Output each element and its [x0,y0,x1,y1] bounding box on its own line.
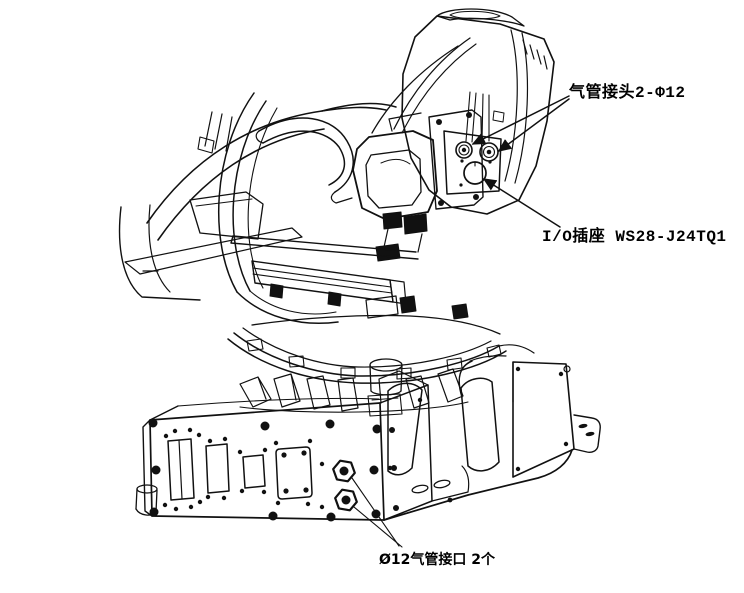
panel-cutout-4 [275,446,313,500]
casting-window-1 [387,382,423,476]
air-fitting-1 [455,141,473,159]
arrow-to-io-socket [482,178,561,228]
air-fitting-2 [479,142,499,162]
wrist-view [118,8,570,324]
callout-leaders-base [351,477,403,548]
air-hose [255,117,354,204]
callout-arrows-top [471,95,570,228]
base-casting [383,355,601,521]
valve-block [352,109,484,262]
upper-arm-arcs [142,106,387,272]
air-port-1 [332,459,356,483]
callout-base-air-ports-label: Ø12气管接口 2个 [379,552,495,568]
wrist-drum [118,92,397,324]
mounting-lug [573,414,601,453]
io-socket [459,159,493,188]
leader-to-air-port-1 [351,477,400,547]
callout-air-fittings-label: 气管接头2-Φ12 [569,84,686,102]
panel-slot [167,438,195,501]
panel-corner-screws [148,418,399,522]
air-port-2 [334,488,358,512]
base-view [135,314,601,548]
leader-to-air-port-2 [353,506,403,548]
panel-cutout-3 [242,454,266,489]
base-panel [148,418,399,522]
panel-small-screws [162,427,325,512]
arrow-to-fitting-2 [497,98,570,152]
callout-io-socket-label: I/O插座 WS28-J24TQ1 [542,228,727,246]
arrow-to-fitting-1 [471,95,570,145]
center-boss [367,358,403,417]
turntable-tabs [246,338,502,380]
linear-rail [230,235,469,320]
panel-cutout-2 [205,443,230,494]
casting-window-2 [460,377,500,472]
